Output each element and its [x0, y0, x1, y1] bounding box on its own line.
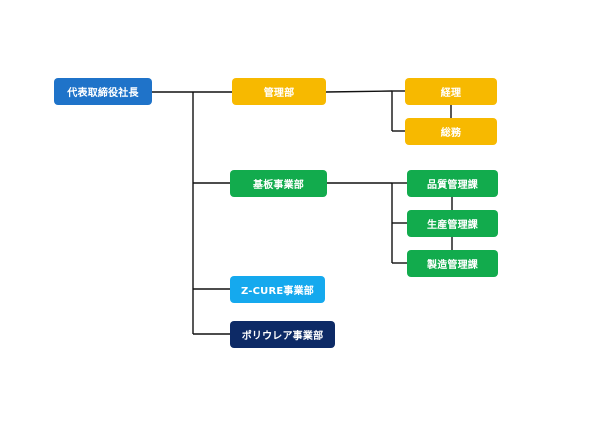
manufacturing-control-node: 製造管理課: [407, 250, 498, 277]
substrate-division-node: 基板事業部: [230, 170, 327, 197]
polyurea-division-node: ポリウレア事業部: [230, 321, 335, 348]
quality-control-node: 品質管理課: [407, 170, 498, 197]
president-node: 代表取締役社長: [54, 78, 152, 105]
connector-admin-branch: [325, 90, 393, 93]
admin-department-node: 管理部: [232, 78, 326, 105]
general-affairs-node: 総務: [405, 118, 497, 145]
production-control-node: 生産管理課: [407, 210, 498, 237]
accounting-node: 経理: [405, 78, 497, 105]
zcure-division-node: Z-CURE事業部: [230, 276, 325, 303]
